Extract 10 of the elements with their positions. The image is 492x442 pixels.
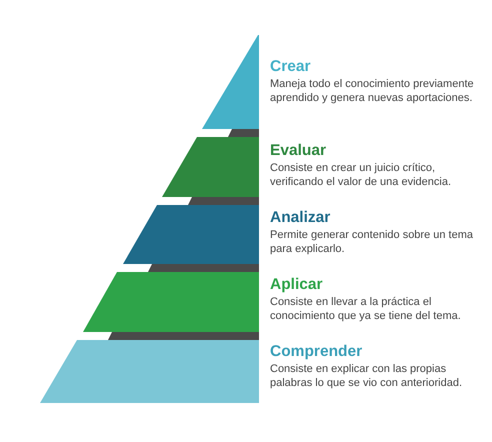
level-title: Analizar xyxy=(270,209,330,227)
level-title: Evaluar xyxy=(270,142,326,160)
level-description: Permite generar contenido sobre un tema para explicarlo. xyxy=(270,228,474,256)
level-title: Crear xyxy=(270,58,310,76)
level-description: Consiste en crear un juicio crítico, verificando el valor de una evidencia. xyxy=(270,161,452,189)
level-title: Aplicar xyxy=(270,276,323,294)
level-description: Consiste en llevar a la práctica el conocimiento que ya se tiene del tema. xyxy=(270,295,462,323)
level-title: Comprender xyxy=(270,343,362,361)
level-description: Consiste en explicar con las propias palabras lo que se vio con anterioridad. xyxy=(270,362,464,390)
level-description: Maneja todo el conocimiento previamente aprendido y genera nuevas aportaciones. xyxy=(270,77,475,105)
